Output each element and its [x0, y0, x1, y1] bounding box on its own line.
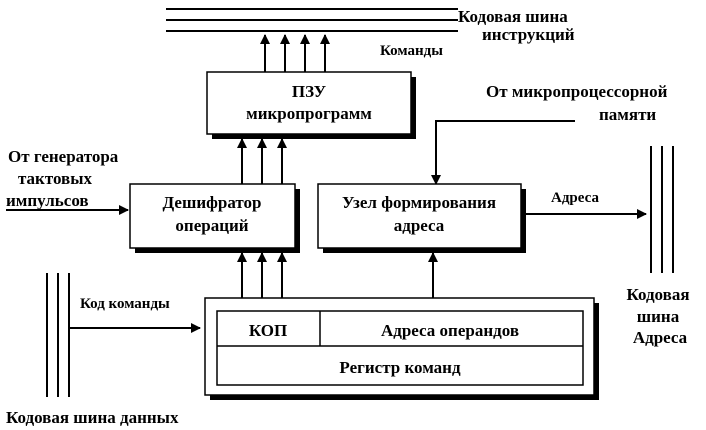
address-bus-label-line1: Кодовая: [626, 285, 689, 304]
register-to-decoder-arrows: [237, 252, 287, 298]
from-memory-label-line1: От микропроцессорной: [486, 82, 668, 101]
rom-label-line1: ПЗУ: [292, 82, 327, 101]
command-register-box: [204, 297, 599, 400]
data-bus: [46, 273, 70, 397]
command-code-label: Код команды: [80, 296, 170, 312]
rom-label-line2: микропрограмм: [246, 104, 372, 123]
clock-generator-label-line2: тактовых: [18, 169, 93, 188]
addresses-label: Адреса: [551, 190, 599, 206]
rom-to-bus-arrows: [260, 34, 330, 72]
decoder-box: [129, 183, 300, 253]
address-unit-box: [317, 183, 526, 253]
command-register-label: Регистр команд: [339, 358, 461, 377]
clock-generator-label-line1: От генератора: [8, 147, 119, 166]
address-unit-label-line2: адреса: [394, 216, 445, 235]
memory-to-address-unit-arrow: [431, 120, 575, 185]
instruction-bus: [166, 8, 458, 32]
decoder-to-rom-arrows: [237, 138, 287, 184]
clock-generator-label-line3: импульсов: [6, 191, 89, 210]
commands-label: Команды: [380, 43, 443, 59]
decoder-label-line1: Дешифратор: [163, 193, 262, 212]
address-bus: [650, 146, 674, 273]
address-bus-label-line2: шина: [637, 307, 680, 326]
rom-box: [206, 71, 416, 139]
opcode-field-label: КОП: [249, 321, 287, 340]
from-memory-label-line2: памяти: [599, 105, 656, 124]
address-unit-label-line1: Узел формирования: [342, 193, 496, 212]
instruction-bus-label-line2: инструкций: [482, 25, 575, 44]
operand-address-field-label: Адреса операндов: [381, 321, 519, 340]
data-bus-label: Кодовая шина данных: [6, 408, 179, 427]
instruction-bus-label-line1: Кодовая шина: [458, 7, 568, 26]
decoder-label-line2: операций: [175, 216, 248, 235]
address-bus-label-line3: Адреса: [633, 328, 688, 347]
